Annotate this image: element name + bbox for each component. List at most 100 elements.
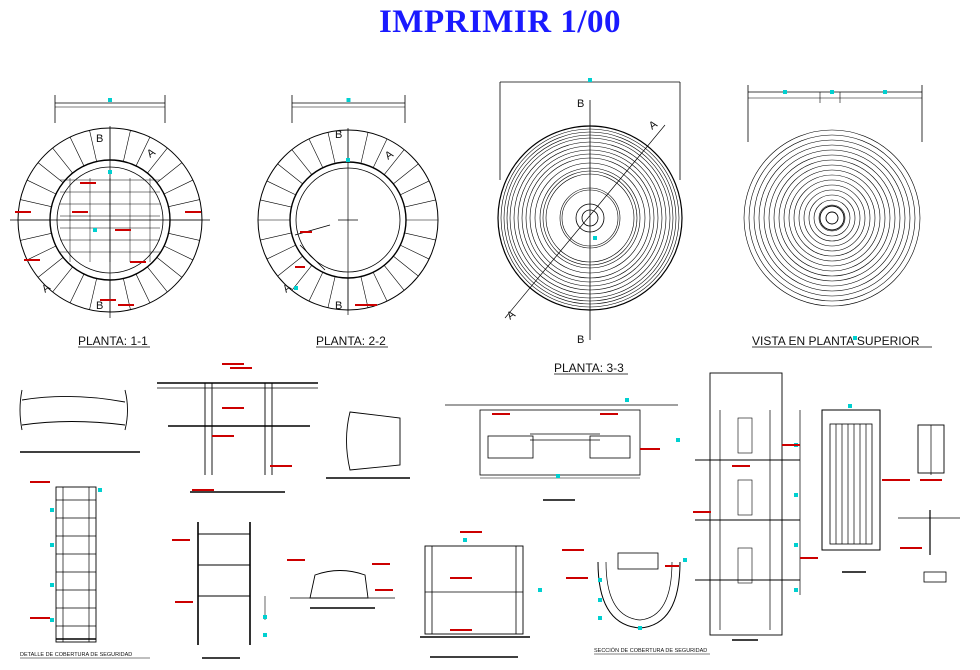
tread-line <box>163 245 194 261</box>
contour-ring <box>773 159 891 277</box>
contour-ring <box>813 199 851 237</box>
cyan-marker <box>853 336 857 340</box>
contour-ring <box>793 179 871 257</box>
tread-line <box>135 136 151 167</box>
cyan-marker <box>883 90 887 94</box>
cyan-marker <box>598 578 602 582</box>
tread-line <box>156 162 183 183</box>
top-view-label: VISTA EN PLANTA SUPERIOR <box>752 334 920 348</box>
tread-line <box>37 162 64 183</box>
contour-ring <box>818 204 846 232</box>
cyan-marker <box>598 598 602 602</box>
cyan-marker <box>108 170 112 174</box>
tread-line <box>168 199 200 207</box>
tread-line <box>89 130 97 162</box>
section-mark-a-1b: A <box>40 281 53 295</box>
tread-line <box>37 257 64 278</box>
tread-line <box>69 273 85 304</box>
contour-ring <box>778 164 886 272</box>
grating-inner <box>829 423 873 545</box>
center-ring <box>825 211 839 225</box>
cyan-marker <box>98 488 102 492</box>
contour-ring <box>803 189 861 247</box>
contour-ring <box>753 139 911 297</box>
cyan-marker <box>263 615 267 619</box>
tread-line <box>277 163 303 185</box>
cyan-marker <box>463 538 467 542</box>
tank-chamber <box>487 435 534 459</box>
cyan-marker <box>830 90 834 94</box>
cyan-marker <box>794 493 798 497</box>
arch-block <box>309 570 369 599</box>
center-ring <box>819 205 845 231</box>
tank-chamber <box>589 435 631 459</box>
cyan-marker <box>683 558 687 562</box>
tread-line <box>360 276 369 308</box>
tread-line <box>393 255 419 277</box>
tread-line <box>400 244 430 260</box>
cyan-marker <box>598 616 602 620</box>
detail-cobertura-caption: DETALLE DE COBERTURA DE SEGURIDAD <box>20 652 132 658</box>
detail-drawings <box>19 363 960 659</box>
tread-line <box>266 244 296 260</box>
contour-ring <box>758 144 906 292</box>
section-line-a <box>504 124 666 319</box>
plan-3-3-drawing <box>497 78 683 340</box>
channel-cover <box>617 552 659 570</box>
cyan-marker <box>593 236 597 240</box>
section-mark-a-2b: A <box>281 281 294 295</box>
contour-ring <box>768 154 896 282</box>
cyan-marker <box>50 508 54 512</box>
section-mark-b-top-1: B <box>96 133 103 145</box>
contour-ring <box>798 184 866 252</box>
tread-line <box>383 265 405 291</box>
contour-ring <box>808 194 856 242</box>
door-line <box>294 224 331 236</box>
section-mark-b-top-2: B <box>335 129 342 141</box>
cyan-marker <box>50 583 54 587</box>
cyan-marker <box>676 438 680 442</box>
cyan-marker <box>794 588 798 592</box>
grating-frame <box>821 409 881 551</box>
section-mark-b-top-3: B <box>577 98 584 110</box>
tread-line <box>360 132 369 164</box>
cyan-marker <box>588 78 592 82</box>
cyan-marker <box>638 626 642 630</box>
tread-line <box>20 233 52 241</box>
section-mark-b-bottom-3: B <box>577 334 584 346</box>
tread-line <box>260 232 292 241</box>
tread-line <box>291 149 313 175</box>
section-mark-a-3: A <box>647 118 660 132</box>
section-mark-b-bottom-1: B <box>96 300 103 312</box>
tread-line <box>393 163 419 185</box>
cyan-marker <box>50 543 54 547</box>
tread-line <box>308 272 324 302</box>
tread-line <box>372 138 388 168</box>
tread-line <box>123 130 131 162</box>
cyan-marker <box>346 158 350 162</box>
cyan-marker <box>93 228 97 232</box>
contour-ring <box>763 149 901 287</box>
tread-line <box>26 179 57 195</box>
tread-line <box>168 233 200 241</box>
wood-panel <box>737 547 753 584</box>
tread-line <box>89 278 97 310</box>
plan-3-3-label: PLANTA: 3-3 <box>554 361 624 375</box>
wood-panel <box>737 479 753 516</box>
cyan-marker <box>538 588 542 592</box>
tread-line <box>383 149 405 175</box>
tread-line <box>404 232 436 241</box>
contour-ring <box>788 174 876 262</box>
tread-line <box>400 180 430 196</box>
tread-line <box>52 266 73 293</box>
cyan-marker <box>848 404 852 408</box>
dimension-marker <box>108 98 112 102</box>
cyan-marker <box>794 543 798 547</box>
section-mark-a-1: A <box>145 146 158 160</box>
contour-ring <box>743 129 921 307</box>
tread-line <box>372 272 388 302</box>
tread-line <box>69 136 85 167</box>
tread-line <box>277 255 303 277</box>
contour-ring <box>748 134 916 302</box>
